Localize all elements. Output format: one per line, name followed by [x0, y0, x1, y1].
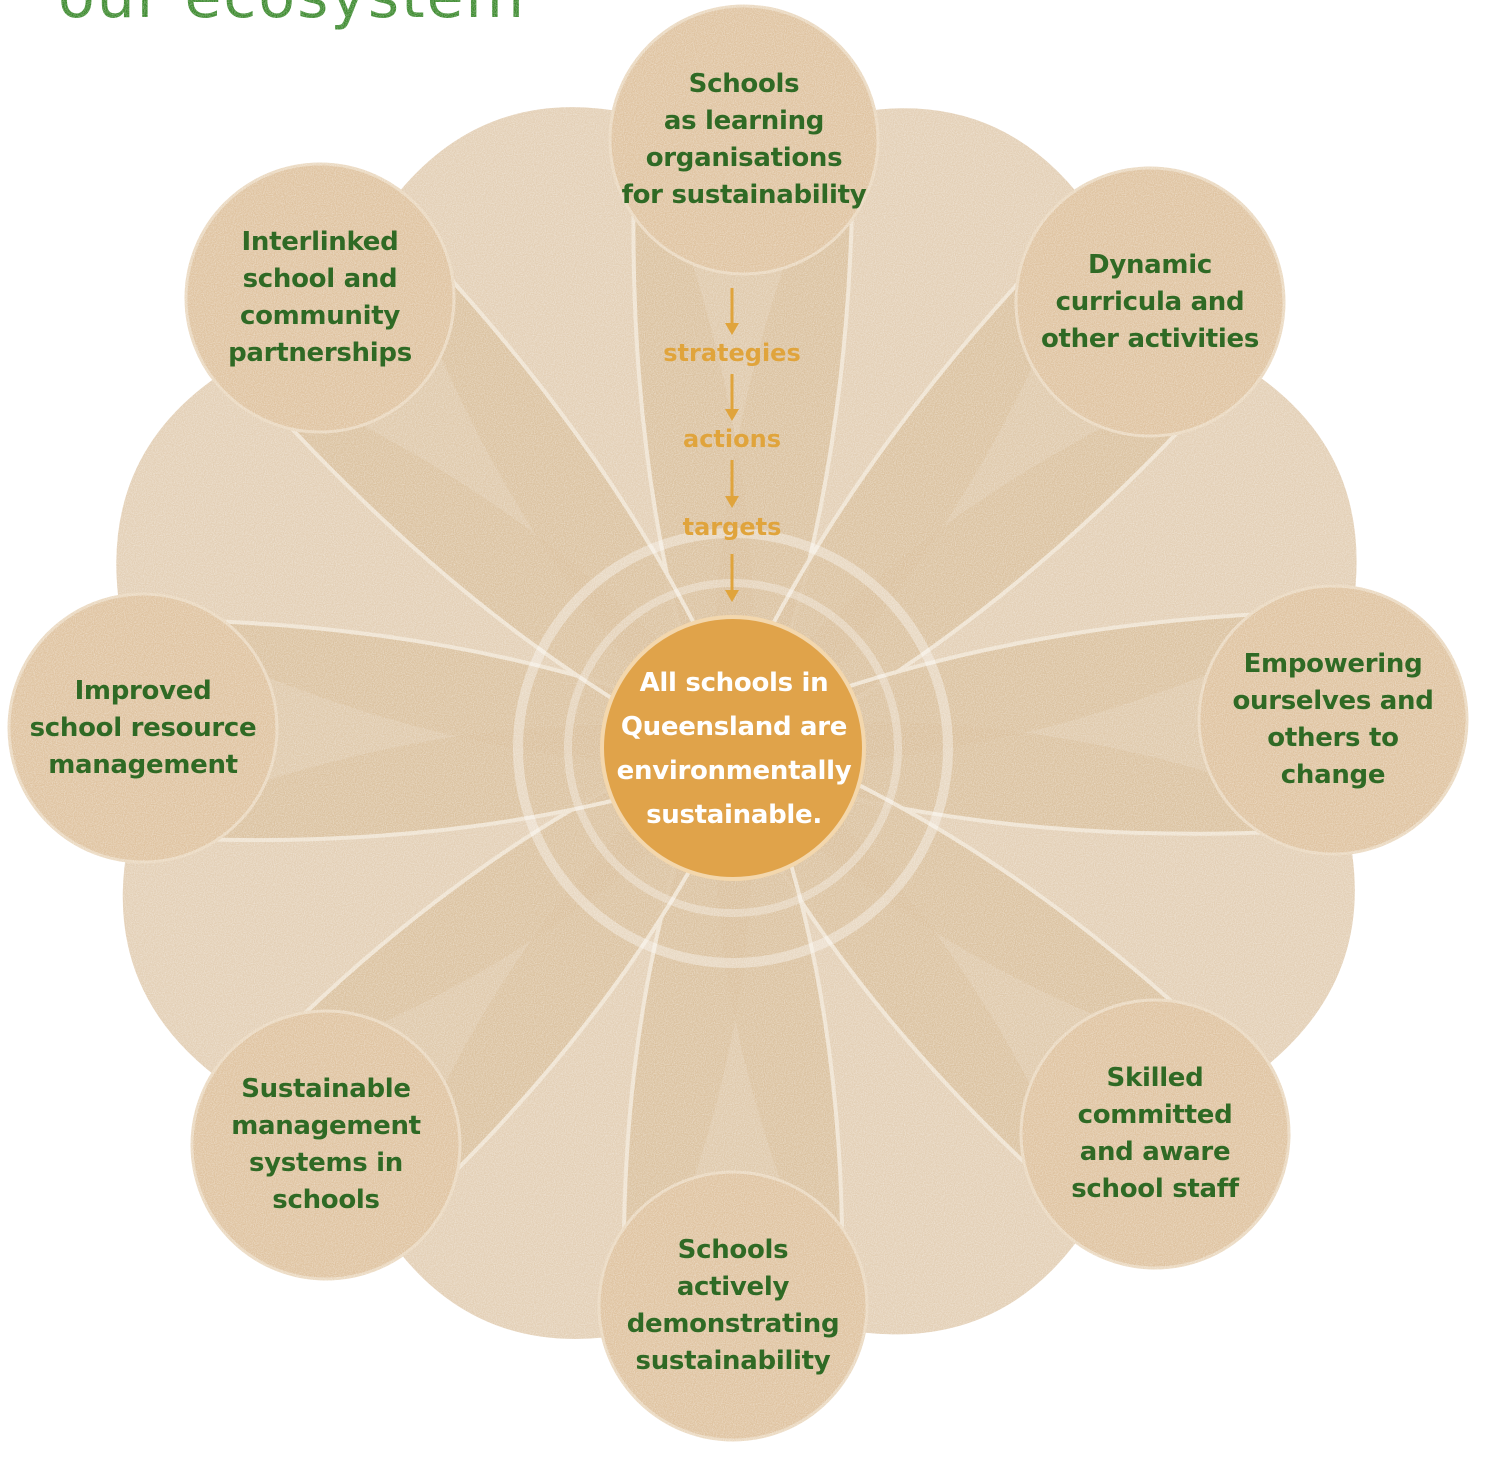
node-demonstrating: Schools actively demonstrating sustainab…	[599, 1172, 867, 1440]
node-label: Schools actively demonstrating sustainab…	[626, 1235, 840, 1376]
node-dynamic-curricula: Dynamic curricula and other activities	[1016, 168, 1284, 436]
arrow-head	[725, 409, 739, 421]
node-empowering: Empowering ourselves and others to chang…	[1199, 586, 1467, 854]
flow-arrows	[725, 288, 739, 602]
node-label: Schools as learning organisations for su…	[621, 69, 867, 210]
node-label: Interlinked school and community partner…	[228, 227, 412, 368]
node-label: Skilled committed and aware school staff	[1071, 1063, 1239, 1204]
node-management-systems: Sustainable management systems in school…	[192, 1011, 460, 1279]
center-disc	[600, 615, 866, 881]
node-resource-management: Improved school resource management	[9, 594, 277, 862]
arrow-head	[725, 496, 739, 508]
node-label: Dynamic curricula and other activities	[1040, 249, 1260, 354]
node-label: Empowering ourselves and others to chang…	[1232, 649, 1434, 790]
node-learning-organisations: Schools as learning organisations for su…	[610, 6, 878, 274]
node-partnerships: Interlinked school and community partner…	[186, 164, 454, 432]
flow-step-actions: actions	[683, 425, 781, 453]
arrow-head	[725, 590, 739, 602]
flow-step-strategies: strategies	[663, 339, 801, 367]
outer-ring	[513, 528, 953, 968]
arrow-head	[725, 323, 739, 335]
node-label: Improved school resource management	[29, 675, 257, 780]
goal-node: All schools in Queensland are environmen…	[603, 618, 865, 880]
goal-label: All schools in Queensland are environmen…	[616, 668, 852, 830]
node-skilled-staff: Skilled committed and aware school staff	[1021, 1000, 1289, 1268]
flow-step-targets: targets	[682, 513, 782, 541]
node-label: Sustainable management systems in school…	[231, 1074, 421, 1215]
